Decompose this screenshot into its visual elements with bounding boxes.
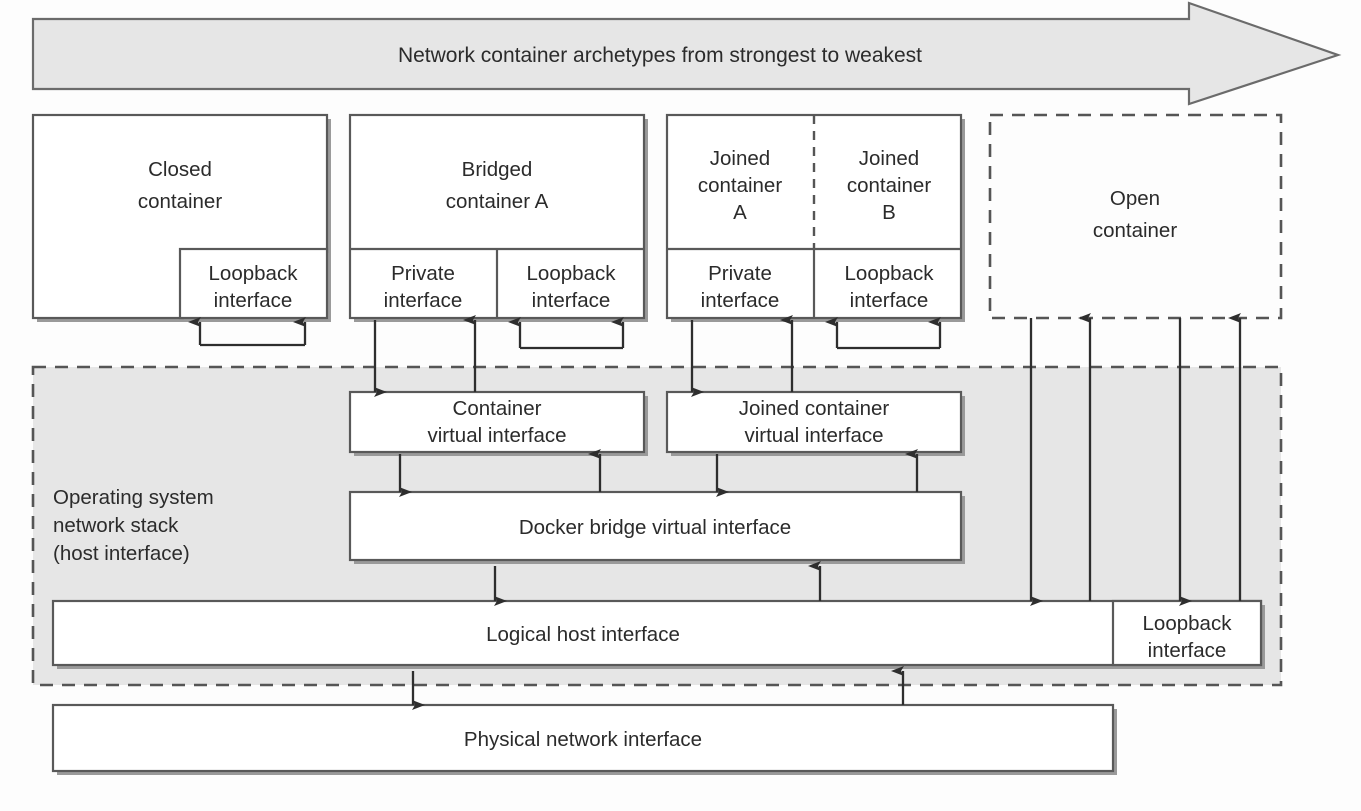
- host-loopback-line1: Loopback: [1143, 612, 1233, 635]
- closed-container-title-line2: container: [138, 190, 223, 213]
- container-virtual-interface-line1: Container: [453, 397, 542, 420]
- closed-loopback-line1: Loopback: [209, 262, 299, 285]
- container-open: Open container: [988, 113, 1283, 320]
- box-docker-bridge-virtual-interface: Docker bridge virtual interface: [348, 490, 965, 564]
- box-host-loopback-interface: Loopback interface: [1111, 599, 1263, 667]
- joined-private-line1: Private: [708, 262, 772, 285]
- open-container-title-line1: Open: [1110, 187, 1160, 210]
- joined-loopback-line1: Loopback: [845, 262, 935, 285]
- container-joined: Joined container A Joined container B Pr…: [665, 113, 965, 322]
- joined-loopback-line2: interface: [850, 289, 929, 312]
- joined-b-title-line1: Joined: [859, 147, 919, 170]
- host-loopback-line2: interface: [1148, 639, 1227, 662]
- box-logical-host-interface: Logical host interface: [51, 599, 1265, 669]
- bridged-private-line1: Private: [391, 262, 455, 285]
- box-container-virtual-interface: Container virtual interface: [348, 390, 648, 456]
- bridged-loopback-line2: interface: [532, 289, 611, 312]
- logical-host-interface-label: Logical host interface: [486, 623, 680, 646]
- container-closed: Closed container Loopback interface: [31, 113, 331, 322]
- joined-b-title-line2: container: [847, 174, 932, 197]
- joined-a-title-line1: Joined: [710, 147, 770, 170]
- banner-arrow: Network container archetypes from strong…: [31, 1, 1342, 106]
- closed-container-title-line1: Closed: [148, 158, 212, 181]
- os-stack-label-line1: Operating system: [53, 486, 214, 509]
- os-stack-label-line2: network stack: [53, 514, 179, 537]
- container-virtual-interface-line2: virtual interface: [427, 424, 566, 447]
- physical-network-interface-label: Physical network interface: [464, 728, 702, 751]
- bridged-container-title-line2: container A: [446, 190, 549, 213]
- joined-container-virtual-interface-line1: Joined container: [739, 397, 890, 420]
- container-bridged-a: Bridged container A Private interface Lo…: [348, 113, 648, 322]
- bridged-loopback-line1: Loopback: [527, 262, 617, 285]
- closed-loopback-interface: Loopback interface: [178, 247, 331, 322]
- joined-a-title-line2: container: [698, 174, 783, 197]
- bridged-private-line2: interface: [384, 289, 463, 312]
- joined-b-title-line3: B: [882, 201, 896, 224]
- os-stack-label-line3: (host interface): [53, 542, 190, 565]
- joined-a-title-line3: A: [733, 201, 747, 224]
- joined-container-virtual-interface-line2: virtual interface: [744, 424, 883, 447]
- joined-private-line2: interface: [701, 289, 780, 312]
- open-container-title-line2: container: [1093, 219, 1178, 242]
- box-physical-network-interface: Physical network interface: [51, 703, 1117, 775]
- closed-loopback-line2: interface: [214, 289, 293, 312]
- bridged-container-title-line1: Bridged: [462, 158, 533, 181]
- docker-bridge-virtual-interface-label: Docker bridge virtual interface: [519, 516, 791, 539]
- box-joined-container-virtual-interface: Joined container virtual interface: [665, 390, 965, 456]
- connector-group: [188, 313, 1242, 710]
- banner-label: Network container archetypes from strong…: [398, 44, 922, 67]
